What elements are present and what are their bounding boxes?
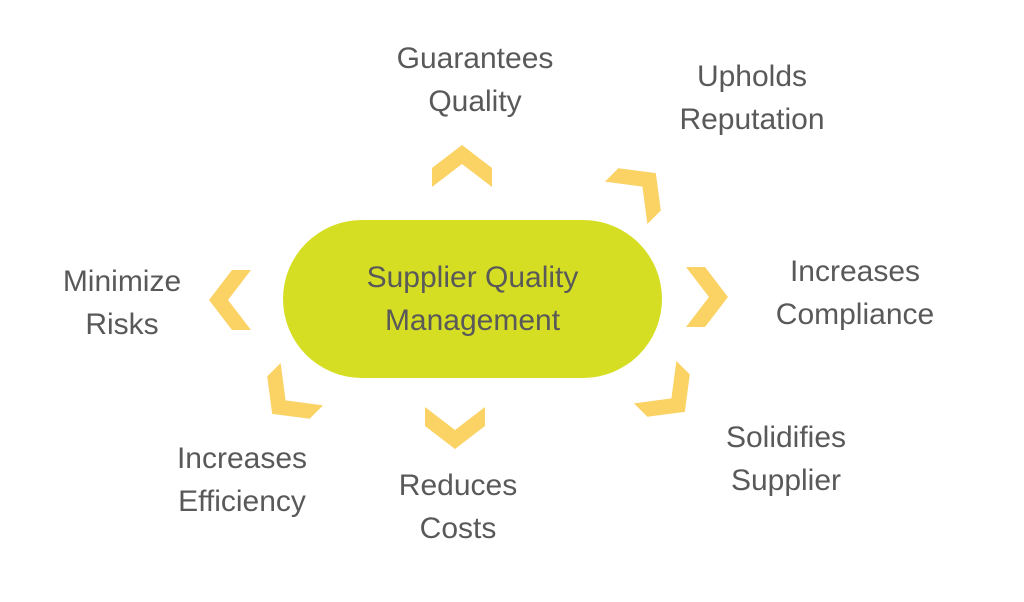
chevron-up-icon [432, 145, 492, 187]
benefit-label-increases-compliance: Increases Compliance [775, 255, 935, 331]
benefit-label-increases-efficiency: Increases Efficiency [176, 442, 308, 518]
benefit-label-guarantees-quality: Guarantees Quality [396, 42, 554, 118]
benefit-label-reduces-costs: Reduces Costs [398, 469, 518, 545]
chevron-down-right-icon [633, 360, 706, 433]
chevron-down-left-icon [251, 362, 324, 435]
center-node: Supplier Quality Management [283, 220, 662, 378]
chevron-left-icon [209, 270, 251, 330]
center-node-label: Supplier Quality Management [366, 261, 579, 337]
benefit-label-solidifies-supplier: Solidifies Supplier [725, 421, 847, 497]
chevron-up-right-icon [604, 152, 677, 225]
chevron-down-icon [425, 407, 485, 449]
benefit-label-minimize-risks: Minimize Risks [62, 265, 182, 341]
benefit-label-upholds-reputation: Upholds Reputation [679, 60, 825, 136]
chevron-right-icon [686, 267, 728, 327]
